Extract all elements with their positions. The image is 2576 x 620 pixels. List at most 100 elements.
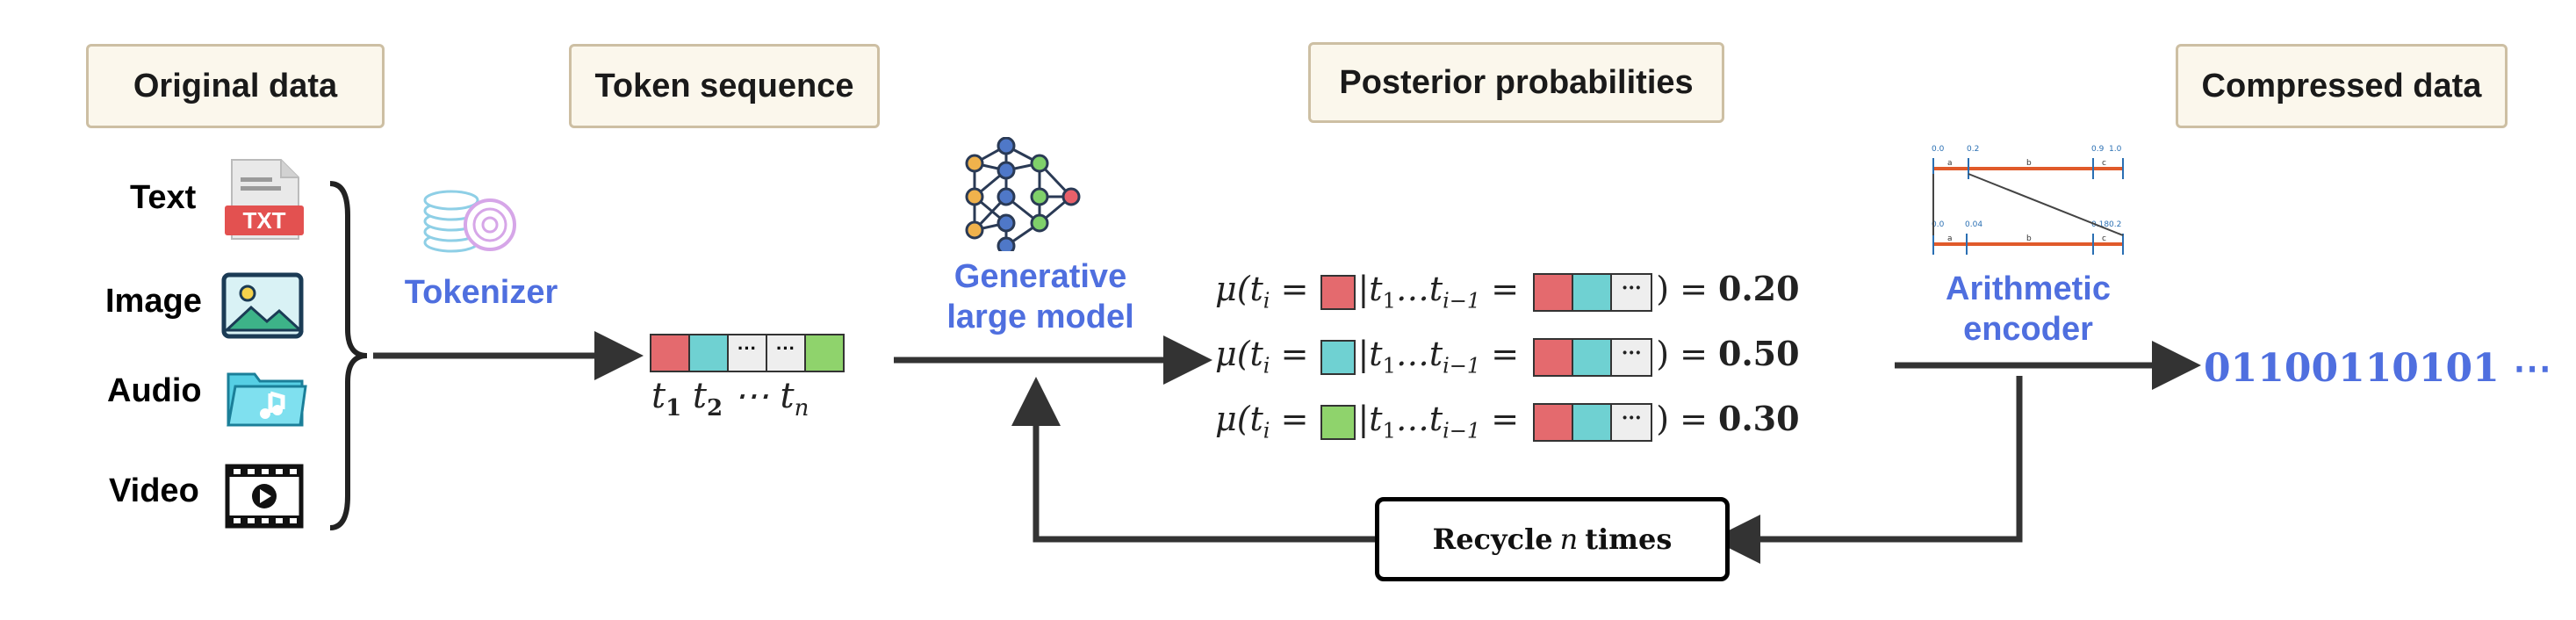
eq2-equals: = <box>1270 335 1320 373</box>
interval-letter-c-2: c <box>2102 234 2106 243</box>
interval-letter-c: c <box>2102 159 2106 168</box>
token-dots: ⋯ <box>733 376 769 416</box>
text-file-icon: TXT <box>225 158 304 242</box>
inputs-brace <box>329 181 368 530</box>
eq1-sub-i: i <box>1263 288 1270 314</box>
generative-model-label: Generative large model <box>922 256 1159 337</box>
compressed-data-label: Compressed data <box>2201 67 2482 105</box>
image-icon <box>221 272 304 339</box>
eq2-token-teal <box>1320 339 1356 375</box>
eq3-sub-1: 1 <box>1382 418 1396 443</box>
eq1-sub-1: 1 <box>1382 288 1396 314</box>
token-dots-1: ··· <box>729 335 767 371</box>
tick-bottom-3: 0.2 <box>2109 220 2121 229</box>
tick-top-2: 0.9 <box>2091 145 2105 154</box>
video-icon <box>225 464 304 529</box>
recycle-suffix: times <box>1585 523 1673 556</box>
input-text-label: Text <box>130 179 197 216</box>
coins-icon <box>423 190 516 253</box>
model-line-2: large model <box>946 299 1134 335</box>
eq1-token-red <box>1320 274 1356 310</box>
arithmetic-encoder-label: Arithmetic encoder <box>1905 269 2151 350</box>
tick-bottom-0: 0.0 <box>1932 220 1945 229</box>
token-sequence-box: Token sequence <box>569 44 880 128</box>
token-green <box>806 335 843 371</box>
eq2-context-strip: ··· <box>1533 337 1653 377</box>
eq3-cond: |t <box>1357 400 1383 438</box>
token-teal <box>690 335 729 371</box>
token-t2: t <box>692 376 707 416</box>
eq2-sub-i: i <box>1263 353 1270 378</box>
eq3-close: ) = <box>1656 400 1719 438</box>
probability-value-2: 0.50 <box>1718 334 1800 373</box>
probability-value-3: 0.30 <box>1718 399 1800 438</box>
token-index-labels: t1 t2 ⋯ tn <box>651 376 809 422</box>
eq1-equals-2: = <box>1480 270 1530 308</box>
feedback-path-right <box>1711 376 2023 564</box>
eq3-context-strip: ··· <box>1533 402 1653 442</box>
recycle-var: n <box>1559 523 1579 556</box>
eq1-sub-prev: i−1 <box>1443 288 1481 314</box>
eq3-ellipsis: …t <box>1395 400 1443 438</box>
eq1-mu: μ(t <box>1215 270 1263 308</box>
tick-top-3: 1.0 <box>2109 145 2122 154</box>
eq1-equals: = <box>1270 270 1320 308</box>
eq1-context-strip: ··· <box>1533 272 1653 312</box>
input-video-label: Video <box>109 472 199 509</box>
tick-bottom-1: 0.04 <box>1965 220 1982 229</box>
eq2-sub-1: 1 <box>1382 353 1396 378</box>
eq2-close: ) = <box>1656 335 1719 373</box>
token-t2-sub: 2 <box>706 395 723 422</box>
interval-letter-b-2: b <box>2026 234 2032 243</box>
feedback-path-left <box>1011 377 1375 543</box>
tick-bottom-2: 0.18 <box>2091 220 2109 229</box>
posterior-equation-3: μ(ti = |t1…ti−1 = ···) = 0.30 <box>1215 397 1800 443</box>
posterior-probabilities-box: Posterior probabilities <box>1308 42 1724 123</box>
eq3-sub-i: i <box>1263 418 1270 443</box>
token-tn: t <box>780 376 795 416</box>
interval-letter-a: a <box>1947 159 1953 168</box>
eq3-equals: = <box>1270 400 1320 438</box>
arithmetic-interval-icon: 0.0 0.2 0.9 1.0 0.0 0.04 0.18 0.2 a b c … <box>1932 145 2124 255</box>
probability-value-1: 0.20 <box>1718 269 1800 308</box>
posterior-probabilities-label: Posterior probabilities <box>1339 63 1694 101</box>
eq2-equals-2: = <box>1480 335 1530 373</box>
eq2-ellipsis: …t <box>1395 335 1443 373</box>
neural-network-icon <box>965 137 1081 251</box>
compressed-data-box: Compressed data <box>2176 44 2508 128</box>
encoder-line-2: encoder <box>1963 311 2093 348</box>
tick-top-0: 0.0 <box>1932 145 1945 154</box>
compressed-bitstream: 01100110101 ⋯ <box>2204 346 2552 391</box>
eq1-ellipsis: …t <box>1395 270 1443 308</box>
eq2-cond: |t <box>1357 335 1383 373</box>
audio-folder-icon <box>225 367 307 429</box>
original-data-label: Original data <box>133 67 338 105</box>
model-line-1: Generative <box>953 258 1127 295</box>
eq2-sub-prev: i−1 <box>1443 353 1481 378</box>
eq3-token-green <box>1320 404 1356 440</box>
eq2-mu: μ(t <box>1215 335 1263 373</box>
posterior-equation-1: μ(ti = |t1…ti−1 = ···) = 0.20 <box>1215 267 1800 314</box>
eq1-cond: |t <box>1357 270 1383 308</box>
token-red <box>651 335 690 371</box>
tokenizer-label: Tokenizer <box>404 274 558 311</box>
recycle-prefix: Recycle <box>1432 523 1553 556</box>
eq1-close: ) = <box>1656 270 1719 308</box>
eq3-mu: μ(t <box>1215 400 1263 438</box>
input-image-label: Image <box>105 283 202 320</box>
token-t1-sub: 1 <box>666 395 682 422</box>
tick-top-1: 0.2 <box>1967 145 1979 154</box>
posterior-equation-2: μ(ti = |t1…ti−1 = ···) = 0.50 <box>1215 332 1800 378</box>
interval-letter-b: b <box>2026 159 2032 168</box>
token-strip: ··· ··· <box>650 334 845 372</box>
token-tn-sub: n <box>794 395 809 422</box>
eq3-equals-2: = <box>1480 400 1530 438</box>
eq3-sub-prev: i−1 <box>1443 418 1481 443</box>
txt-badge-label: TXT <box>242 207 286 234</box>
encoder-line-1: Arithmetic <box>1946 270 2111 307</box>
original-data-box: Original data <box>86 44 385 128</box>
token-sequence-label: Token sequence <box>594 67 854 105</box>
